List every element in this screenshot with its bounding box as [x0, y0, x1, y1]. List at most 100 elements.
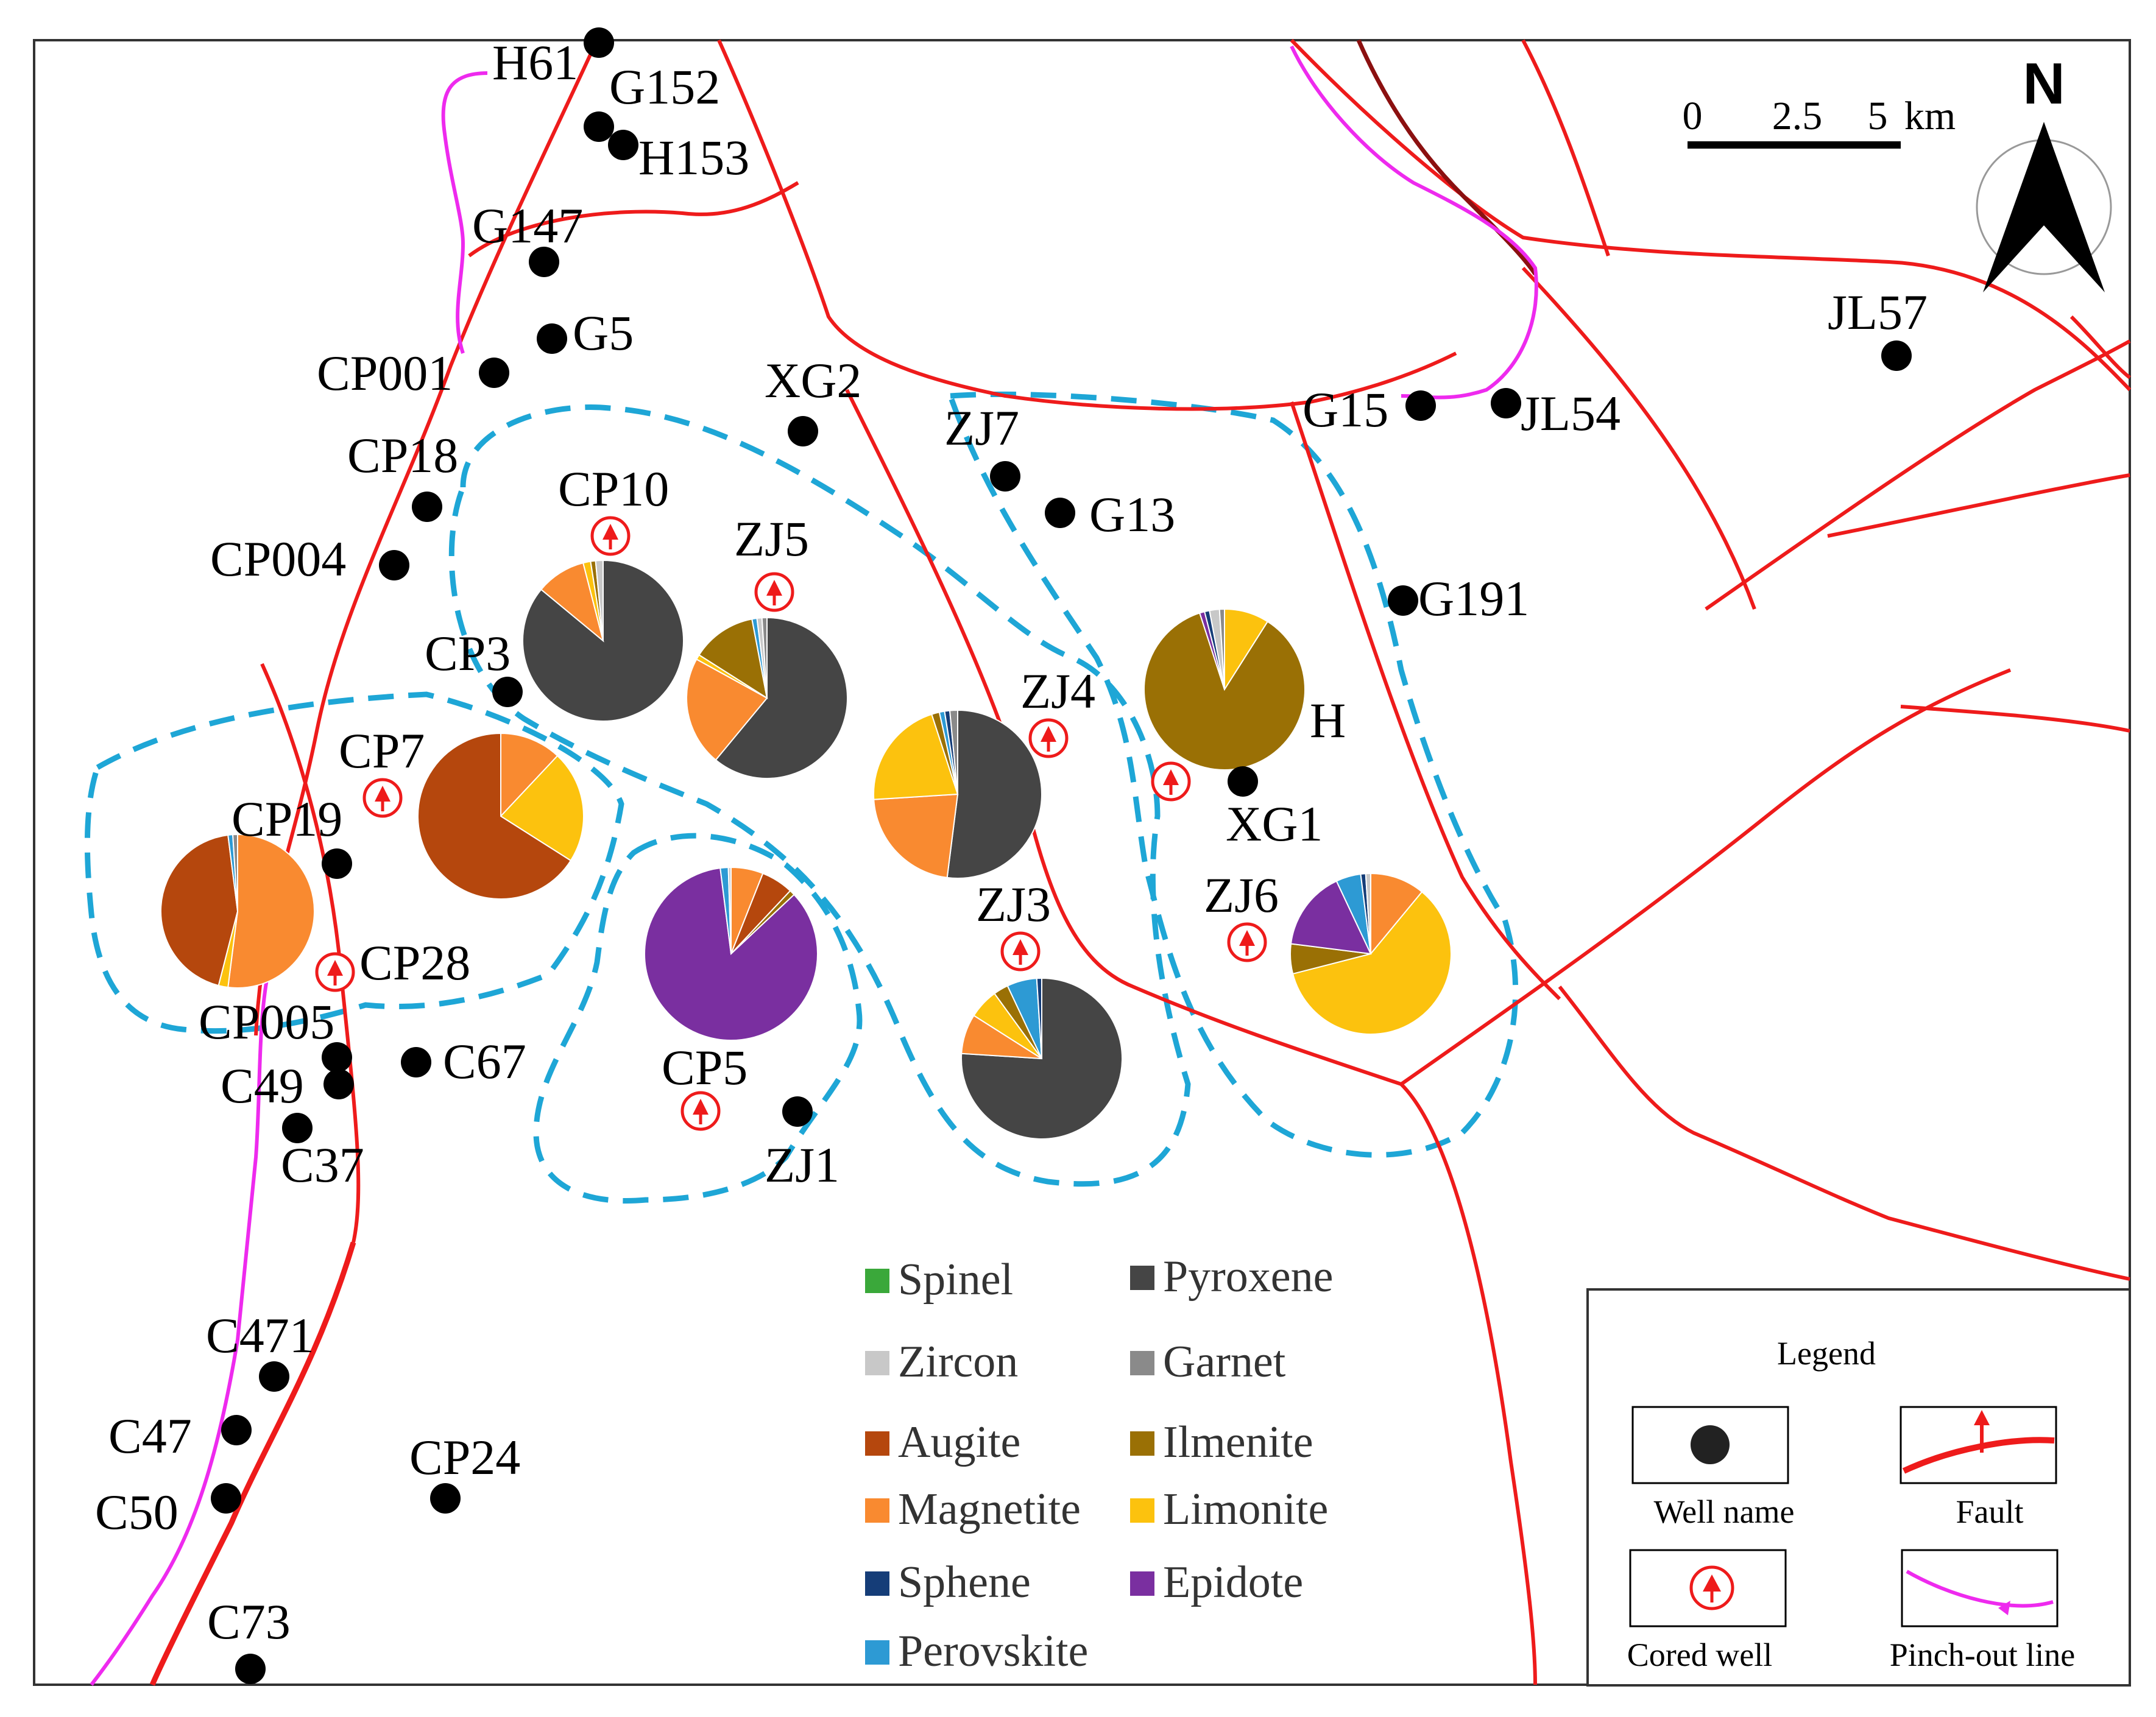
scale-tick-0: 0: [1683, 94, 1703, 138]
scale-bar: 0 2.5 5 km: [1683, 94, 1956, 149]
well-label-g15: G15: [1302, 382, 1388, 437]
well-marker: [608, 130, 638, 160]
well-label-h153: H153: [638, 130, 749, 185]
well-label-cp19: CP19: [232, 791, 342, 847]
scale-unit: km: [1904, 94, 1956, 138]
legend-mineral-perovskite: Perovskite: [898, 1626, 1088, 1676]
well-marker: [235, 1654, 266, 1684]
pinch-out-south: [90, 931, 282, 1686]
well-label-g147: G147: [472, 198, 583, 253]
scale-tick-2-5: 2.5: [1772, 94, 1823, 138]
well-label-c37: C37: [281, 1137, 364, 1193]
legend-title: Legend: [1777, 1335, 1876, 1372]
cored-well-icon: [1028, 718, 1069, 758]
well-marker: [401, 1047, 431, 1077]
cored-well-icon: [1000, 931, 1041, 971]
swatch-pyroxene: [1130, 1266, 1154, 1290]
swatch-magnetite: [865, 1498, 889, 1523]
well-marker: [1045, 498, 1075, 528]
pie-slice-limonite: [873, 713, 959, 800]
legend-mineral-ilmenite: Ilmenite: [1163, 1417, 1313, 1467]
well-label-cp18: CP18: [347, 428, 458, 483]
pinch-out-ne: [1290, 45, 1538, 400]
fault-east-diag: [1400, 668, 2012, 1086]
well-label-cp24: CP24: [409, 1430, 520, 1485]
well-marker: [1491, 388, 1521, 418]
pie-slice-pyroxene: [961, 977, 1123, 1140]
pie-slice-epidote: [644, 867, 818, 1041]
well-label-g5: G5: [573, 305, 634, 361]
well-label-zj1: ZJ1: [765, 1137, 839, 1193]
well-label-zj4: ZJ4: [1020, 663, 1095, 719]
pie-slice-pyroxene: [715, 616, 848, 779]
well-marker: [282, 1113, 313, 1143]
well-label-cp3: CP3: [425, 626, 511, 681]
well-marker: [221, 1415, 252, 1445]
well-label-h61: H61: [492, 35, 578, 90]
legend-box: Legend Well name Fault Cored well Pinch-…: [1586, 1288, 2131, 1687]
well-label-xg2: XG2: [765, 353, 861, 408]
swatch-spinel: [865, 1269, 889, 1293]
well-label-g13: G13: [1089, 487, 1175, 542]
well-marker: [492, 677, 523, 707]
pie-cp10: [522, 559, 684, 722]
legend-well-icon: [1691, 1425, 1730, 1464]
cored-well-icon: [754, 572, 794, 612]
legend-mineral-limonite: Limonite: [1163, 1484, 1328, 1534]
well-marker: [379, 550, 409, 580]
legend-mineral-zircon: Zircon: [898, 1337, 1018, 1387]
cored-well-icon: [315, 952, 355, 992]
well-label-c471: C471: [206, 1308, 314, 1363]
pie-slice-pyroxene: [946, 709, 1042, 879]
well-label-c67: C67: [443, 1034, 526, 1089]
pie-cp19: [160, 833, 315, 989]
north-arrow-right: [2044, 122, 2105, 292]
pie-slice-garnet: [1218, 608, 1225, 690]
well-label-g152: G152: [609, 59, 720, 115]
pinch-out-lines: [90, 45, 1538, 1686]
pie-slice-limonite: [500, 755, 584, 862]
swatch-augite: [865, 1431, 889, 1456]
fault-east-lower: [1558, 985, 2130, 1281]
legend-pinch-box: [1901, 1549, 2059, 1627]
pie-slice-garnet: [232, 833, 238, 912]
fault-ne-1: [1290, 38, 2132, 392]
well-label-cp28: CP28: [359, 935, 470, 990]
legend-fault-icon: [1902, 1437, 2055, 1474]
swatch-zircon: [865, 1351, 889, 1375]
legend-pinch-label: Pinch-out line: [1890, 1637, 2075, 1673]
swatch-ilmenite: [1130, 1431, 1154, 1456]
legend-mineral-epidote: Epidote: [1163, 1557, 1303, 1607]
well-label-zj7: ZJ7: [944, 400, 1019, 456]
pie-slice-garnet: [761, 616, 768, 699]
zone-boundary-south: [533, 833, 863, 1204]
well-marker: [1388, 585, 1418, 616]
legend-mineral-spinel: Spinel: [898, 1255, 1013, 1305]
pie-cp7: [417, 732, 584, 900]
pie-slice-zircon: [727, 866, 732, 954]
well-marker: [782, 1096, 813, 1127]
well-marker: [1228, 766, 1258, 797]
well-label-cp5: CP5: [662, 1040, 748, 1095]
north-arrow-left: [1983, 122, 2044, 292]
pie-slice-epidote: [1290, 880, 1372, 955]
well-marker: [259, 1361, 289, 1392]
cored-well-icon: [1151, 761, 1191, 802]
pie-slice-zircon: [595, 559, 604, 641]
north-label: N: [2023, 51, 2065, 116]
legend-pinch-tick: [1998, 1601, 2010, 1615]
pie-slice-zircon: [1365, 872, 1371, 954]
well-label-cp001: CP001: [317, 345, 453, 401]
fault-north-arc: [717, 39, 1457, 411]
well-marker: [584, 111, 614, 142]
well-marker: [990, 461, 1020, 492]
pie-slice-augite: [417, 732, 572, 900]
swatch-limonite: [1130, 1498, 1154, 1523]
well-label-cp10: CP10: [558, 461, 669, 517]
legend-mineral-pyroxene: Pyroxene: [1163, 1252, 1334, 1302]
pie-slice-ilmenite: [698, 618, 768, 700]
pie-slice-magnetite: [227, 833, 315, 989]
fault-east-vertical: [1290, 401, 1561, 1001]
well-label-c73: C73: [207, 1594, 291, 1649]
